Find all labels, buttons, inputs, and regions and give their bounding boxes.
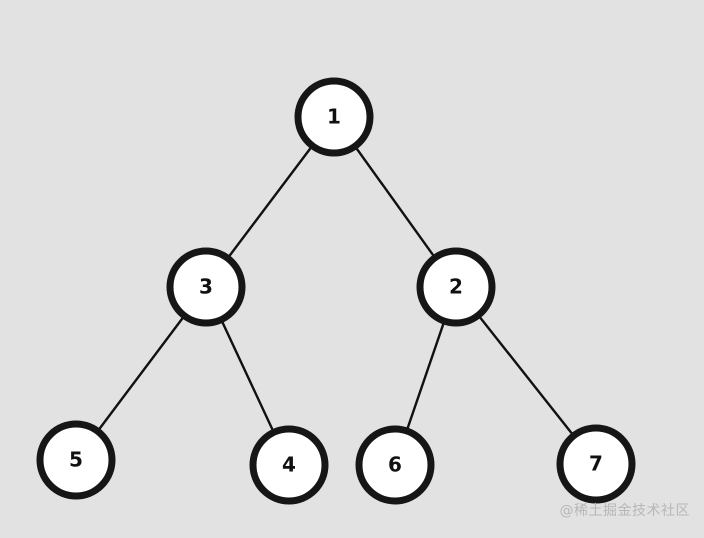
- tree-node-4: 4: [249, 425, 329, 505]
- tree-node-3: 3: [166, 247, 246, 327]
- edge-2-7: [477, 314, 575, 437]
- tree-node-6: 6: [355, 425, 435, 505]
- tree-edges: [96, 144, 575, 437]
- node-label-2: 2: [449, 275, 463, 299]
- node-circle-5: [36, 420, 116, 500]
- tree-node-5: 5: [36, 420, 116, 500]
- node-circle-2: [416, 247, 496, 327]
- node-label-3: 3: [199, 275, 213, 299]
- node-label-7: 7: [589, 452, 603, 476]
- node-label-4: 4: [282, 453, 296, 477]
- node-circle-1: [294, 77, 374, 157]
- node-label-1: 1: [327, 105, 341, 129]
- node-label-5: 5: [69, 448, 83, 472]
- edge-1-3: [226, 144, 314, 260]
- node-circle-4: [249, 425, 329, 505]
- node-label-6: 6: [388, 453, 402, 477]
- node-circle-7: [556, 424, 636, 504]
- edge-1-2: [353, 145, 437, 259]
- tree-nodes: 1 3 2 5 4 6 7: [36, 77, 636, 505]
- tree-node-1: 1: [294, 77, 374, 157]
- tree-node-2: 2: [416, 247, 496, 327]
- edge-3-5: [96, 314, 186, 433]
- watermark: @稀土掘金技术社区: [559, 503, 690, 519]
- edge-2-6: [405, 319, 446, 433]
- node-circle-6: [355, 425, 435, 505]
- edge-3-4: [220, 318, 275, 434]
- tree-node-7: 7: [556, 424, 636, 504]
- node-circle-3: [166, 247, 246, 327]
